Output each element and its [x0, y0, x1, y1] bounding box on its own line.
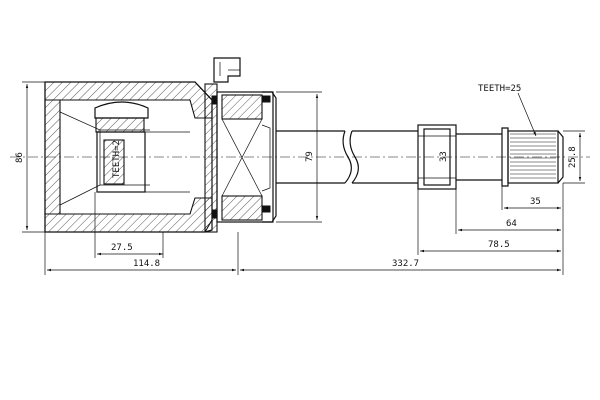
dim-stub-length: 64	[506, 219, 517, 229]
dim-housing-diameter: 86	[15, 152, 25, 163]
drive-shaft	[276, 130, 418, 184]
joint-housing	[44, 81, 213, 233]
spline-end	[501, 127, 564, 187]
dim-stub-total: 78.5	[488, 240, 510, 250]
dim-housing-depth: 27.5	[111, 243, 133, 253]
outer-teeth-label: TEETH=25	[478, 84, 521, 94]
dim-spline-length: 35	[530, 197, 541, 207]
dim-housing-length: 114.8	[133, 259, 160, 269]
tripod-roller	[94, 101, 190, 193]
outer-teeth-leader	[517, 92, 537, 137]
bearing-assembly	[204, 57, 277, 233]
dim-spline-diameter: 25.8	[568, 146, 578, 168]
dim-collar-diameter: 33	[439, 151, 449, 162]
shaft-collar	[417, 124, 502, 190]
inner-teeth-label: TEETH=2	[112, 140, 122, 178]
dim-overall-length: 332.7	[392, 259, 419, 269]
dim-shaft-diameter: 79	[305, 151, 315, 162]
